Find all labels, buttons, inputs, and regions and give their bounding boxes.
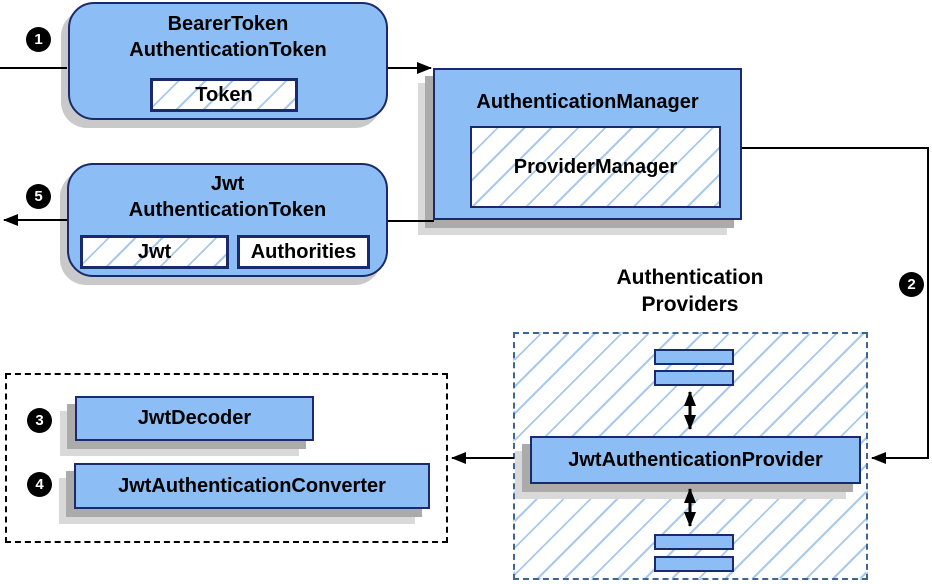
bearer-token-title-line1: BearerToken (167, 13, 289, 35)
jwt-chip: Jwt (80, 235, 229, 269)
authorities-chip: Authorities (237, 235, 370, 269)
jwt-authentication-converter-title: JwtAuthenticationConverter (118, 474, 386, 497)
step-5-badge-number: 5 (34, 188, 43, 205)
token-chip: Token (150, 78, 298, 112)
jwt-token-title-line2: AuthenticationToken (128, 199, 327, 221)
jwt-token-title-line1: Jwt (210, 173, 245, 195)
step-3-badge: 3 (27, 408, 52, 433)
step-4-badge-number: 4 (35, 476, 44, 493)
step-5-badge: 5 (26, 184, 51, 209)
jwt-authentication-token-node: Jwt AuthenticationToken Jwt Authorities (67, 163, 388, 277)
jwt-decoder-node: JwtDecoder (75, 396, 314, 441)
jwt-decoder-title: JwtDecoder (137, 407, 252, 429)
jwt-token-title: Jwt AuthenticationToken (69, 171, 386, 223)
jwt-authentication-provider-title: JwtAuthenticationProvider (568, 448, 823, 471)
step-2-badge: 2 (899, 272, 924, 297)
bearer-token-authentication-token-node: BearerToken AuthenticationToken Token (68, 2, 388, 120)
authentication-manager-title: AuthenticationManager (476, 91, 699, 113)
step-1-badge: 1 (26, 27, 51, 52)
authentication-manager-node: AuthenticationManager ProviderManager (433, 68, 742, 220)
step-2-badge-number: 2 (907, 276, 916, 293)
provider-placeholder-rect-top-2 (654, 370, 734, 386)
authentication-providers-group: JwtAuthenticationProvider (513, 332, 868, 580)
jwt-authentication-provider-node: JwtAuthenticationProvider (530, 436, 861, 484)
provider-manager-chip-label: ProviderManager (513, 155, 678, 178)
authentication-providers-label-line2: Providers (641, 293, 739, 316)
provider-placeholder-rect-bottom-2 (654, 556, 734, 572)
provider-manager-chip: ProviderManager (470, 126, 721, 208)
step-4-badge: 4 (27, 472, 52, 497)
authentication-providers-label: Authentication Providers (565, 264, 815, 318)
jwt-chip-label: Jwt (137, 240, 172, 263)
jwt-components-group: JwtDecoder JwtAuthenticationConverter (5, 373, 448, 543)
step-3-badge-number: 3 (35, 412, 44, 429)
authentication-providers-label-line1: Authentication (616, 266, 764, 289)
jwt-authentication-converter-node: JwtAuthenticationConverter (74, 463, 430, 509)
bearer-token-title-line2: AuthenticationToken (129, 39, 327, 61)
bearer-token-title: BearerToken AuthenticationToken (70, 11, 386, 63)
token-chip-label: Token (195, 83, 253, 106)
provider-placeholder-rect-top-1 (654, 349, 734, 365)
provider-placeholder-rect-bottom-1 (654, 534, 734, 550)
step-1-badge-number: 1 (34, 31, 43, 48)
authorities-chip-label: Authorities (250, 240, 357, 263)
